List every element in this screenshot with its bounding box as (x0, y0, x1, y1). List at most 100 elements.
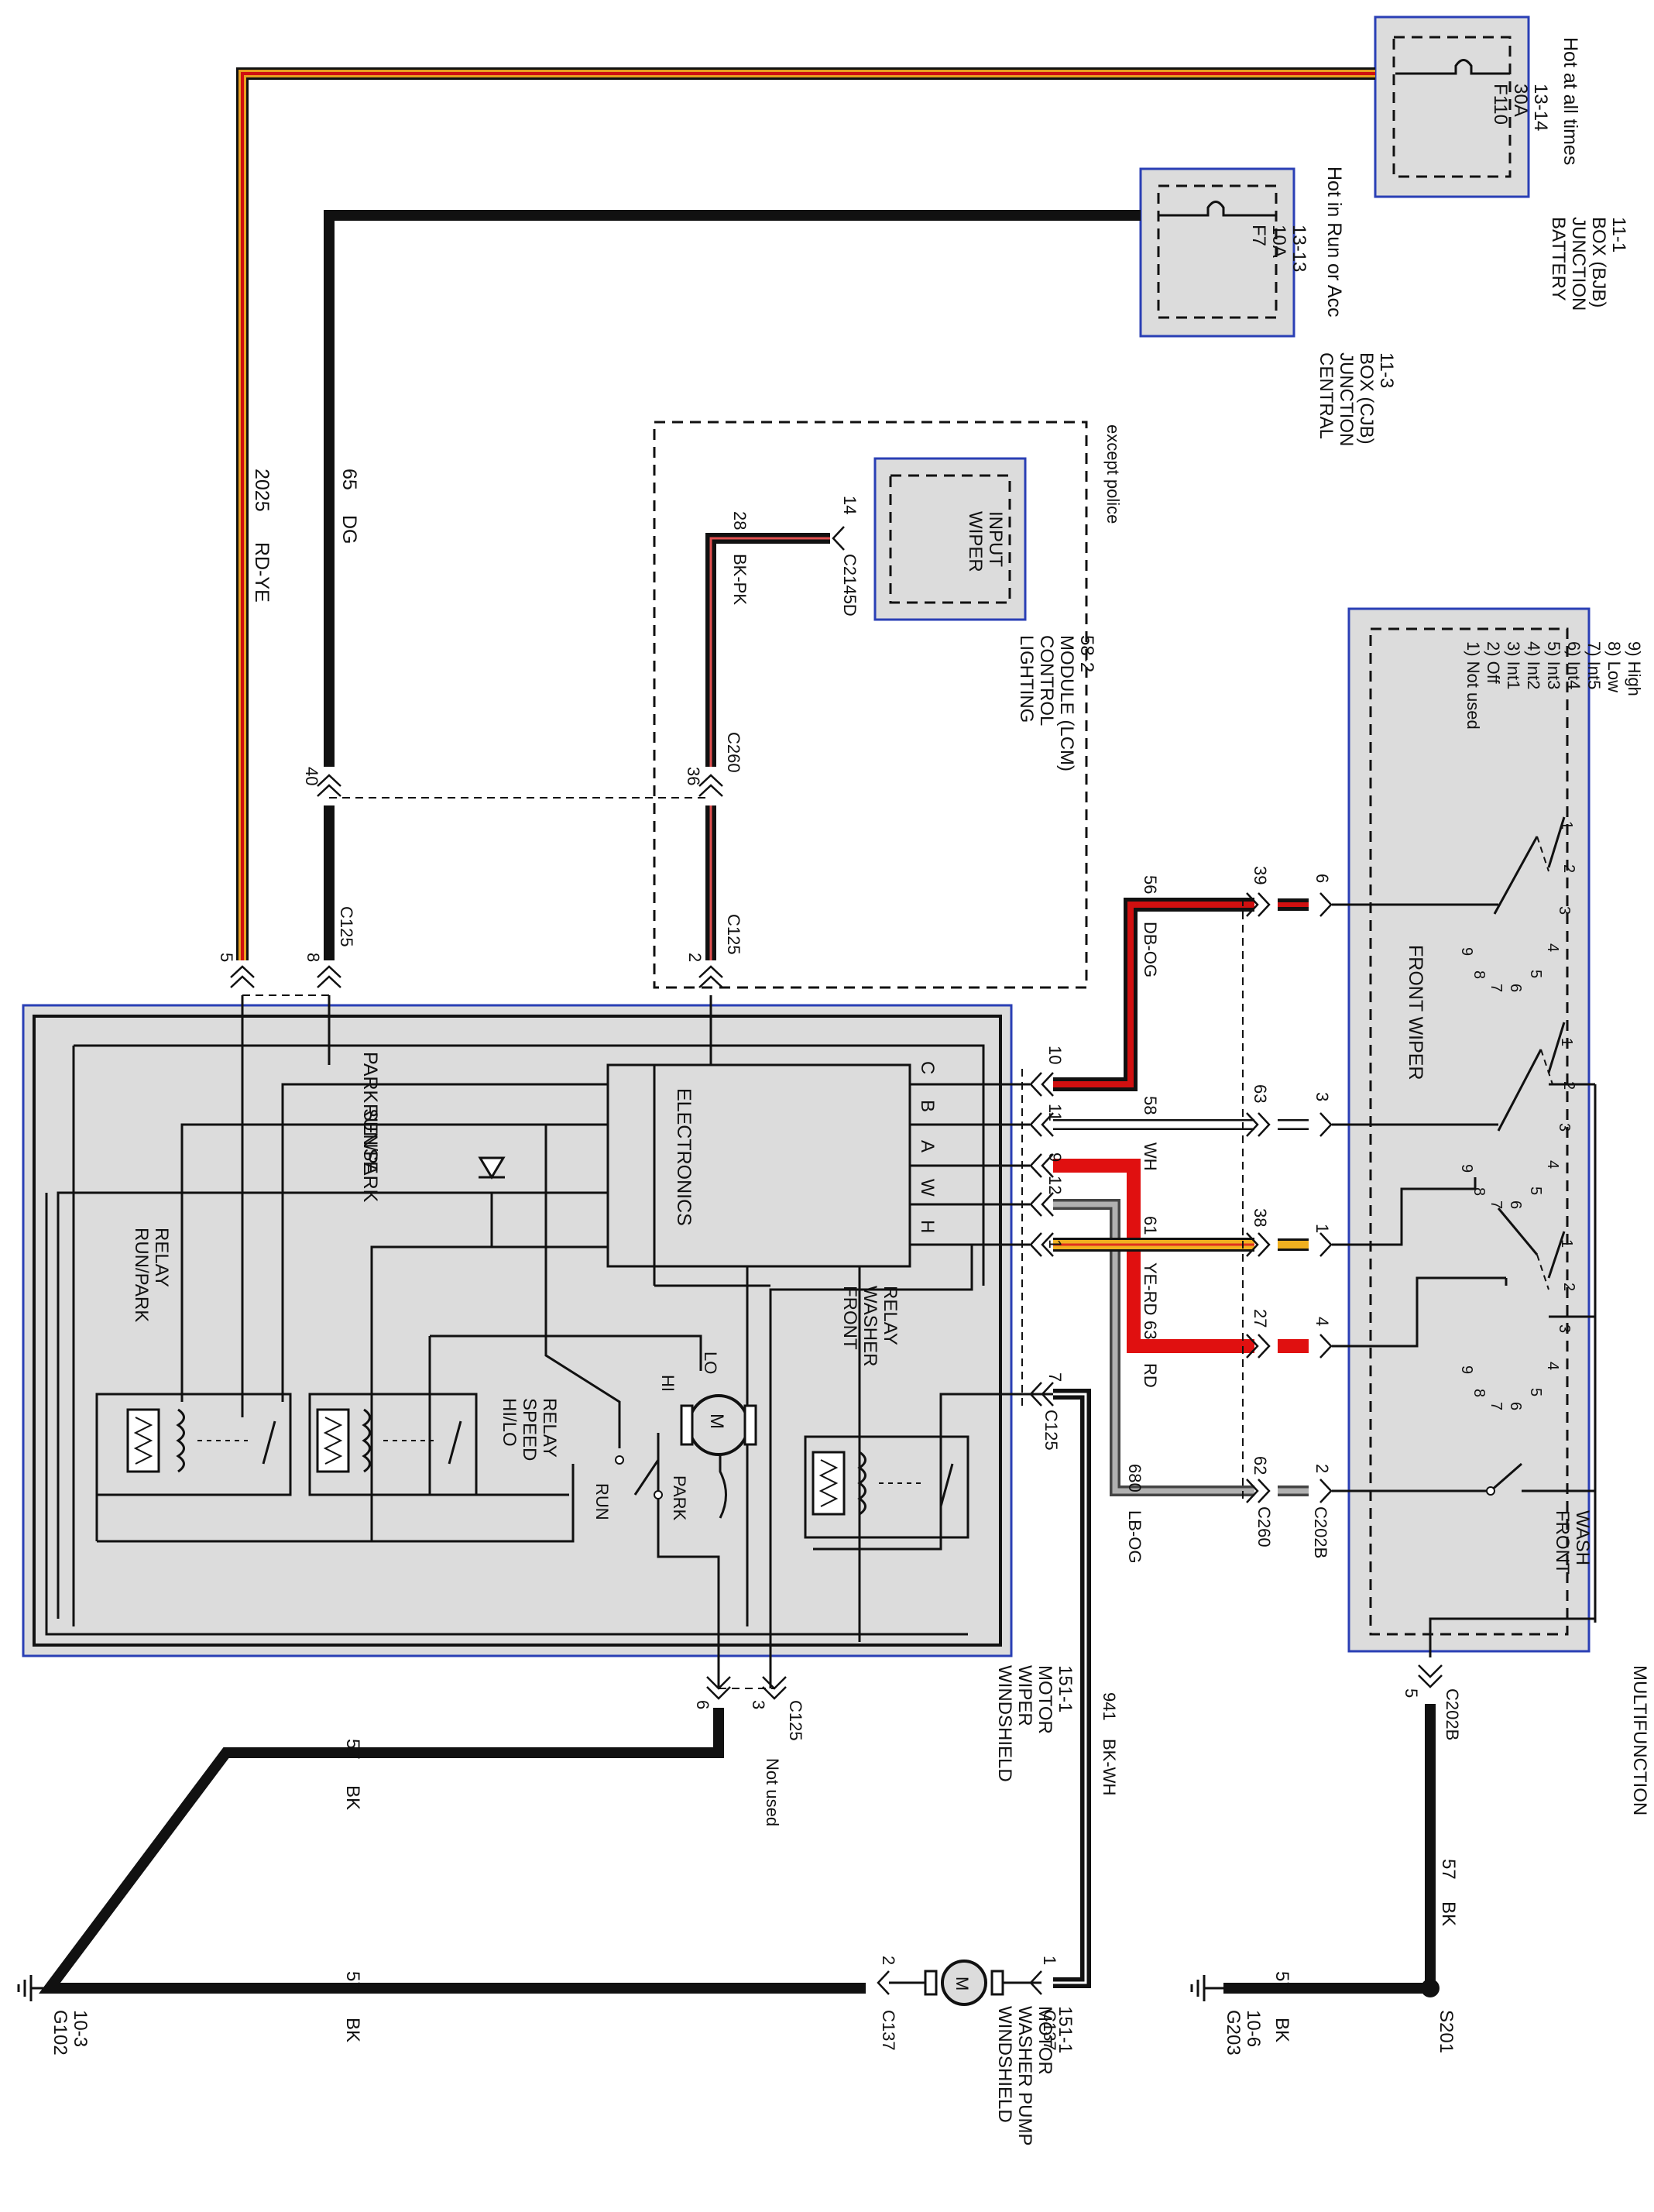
pin-1b: 1 (1313, 1224, 1332, 1233)
wire-65-dg (324, 210, 1141, 960)
switch-contact-number: 2 (1560, 1081, 1577, 1090)
pin-6: 6 (1313, 874, 1332, 883)
wire-28-number: 28 (730, 511, 750, 530)
c137-b-label: C137 (1040, 2010, 1059, 2051)
wiper-motor-name: WINDSHIELDWIPERMOTOR151-1 (994, 1665, 1076, 1782)
wire-57-b-number: 57 (342, 1971, 363, 1992)
wire-56-color: DB-OG (1141, 922, 1160, 977)
wire-2025-number: 2025 (251, 469, 273, 512)
switch-contact-number: 3 (1556, 1123, 1573, 1132)
pin-1c: 1 (1040, 1956, 1059, 1965)
electronics-label: ELECTRONICS (673, 1088, 695, 1226)
except-police-region (653, 421, 1088, 989)
wire-61-color: YE-RD (1141, 1262, 1160, 1315)
front-washer-relay (804, 1435, 969, 1539)
fuse-f110 (1395, 59, 1510, 75)
pin-5: 5 (217, 953, 236, 962)
front-wash-label: FRONTWASH (1552, 1510, 1593, 1575)
wire-56-number: 56 (1141, 875, 1160, 894)
switch-contact-number: 5 (1527, 970, 1544, 978)
mfs-positions: 1) Not used2) Off3) Int14) Int25) Int36)… (1464, 641, 1644, 730)
pin-10: 10 (1045, 1046, 1065, 1064)
c125-b-label: C125 (724, 914, 743, 955)
pin-5b: 5 (1402, 1688, 1421, 1698)
central-junction-box (1139, 167, 1295, 338)
wire-57-c-color: BK (1438, 1901, 1459, 1926)
switch-contact-number: 7 (1488, 1200, 1505, 1209)
multifunction-switch-box (1347, 607, 1591, 1653)
switch-contact-number: 9 (1458, 1365, 1475, 1374)
except-police-label: except police (1103, 424, 1123, 524)
wire-2025-color: RD-YE (251, 542, 273, 603)
switch-contact-number: 7 (1488, 984, 1505, 992)
switch-contact-number: 6 (1507, 1402, 1524, 1410)
wire-57-b-color: BK (342, 2018, 363, 2042)
switch-contact-number: 7 (1488, 1402, 1505, 1410)
electronics-block (606, 1063, 911, 1268)
switch-contact-number: 1 (1558, 821, 1575, 830)
lcm-name-label: LIGHTINGCONTROLMODULE (LCM)58-2 (1016, 635, 1097, 771)
ground-g102-symbol (17, 1975, 50, 2001)
mfs-front-wash-switch (1486, 1462, 1522, 1496)
pin-39: 39 (1251, 866, 1270, 884)
c202b-bottom-label: C202B (1443, 1688, 1462, 1740)
c125-d-label: C125 (786, 1700, 805, 1741)
pin-8: 8 (304, 953, 323, 962)
pin-3b: 3 (749, 1700, 768, 1709)
switch-contact-number: 5 (1527, 1388, 1544, 1396)
pin-a-label: A (917, 1140, 938, 1152)
s201-label: S201 (1436, 2010, 1457, 2053)
lighting-control-module (873, 457, 1027, 621)
wire-65-number: 65 (338, 469, 360, 490)
mfs-internal-lines (1429, 816, 1597, 1657)
wire-57-a-color: BK (342, 1785, 363, 1810)
wire-57-c-number: 57 (1438, 1859, 1459, 1880)
wire-57-d-number: 57 (1271, 1971, 1292, 1992)
park-label: PARK (670, 1475, 689, 1521)
pin-b-label: B (917, 1100, 938, 1112)
switch-contact-number: 9 (1458, 1164, 1475, 1173)
wire-63-number: 63 (1141, 1321, 1160, 1339)
wire-680-lb-og (1053, 1199, 1309, 1496)
pin-h-label: H (917, 1220, 938, 1233)
wire-28-color: BK-PK (730, 554, 750, 605)
pin-1: 1 (1045, 1239, 1065, 1249)
hilo-relay-label: HI/LOSPEEDRELAY (499, 1398, 560, 1461)
wire-941-number: 941 (1100, 1692, 1119, 1721)
washer-relay-label: FRONTWASHERRELAY (839, 1286, 901, 1366)
splice-s201 (1421, 1979, 1440, 1997)
pin-36: 36 (684, 767, 703, 785)
wire-57-a-number: 57 (342, 1739, 363, 1760)
pin-2: 2 (685, 953, 705, 962)
switch-contact-number: 4 (1544, 1362, 1561, 1370)
mfs-rotary-switch-3 (1497, 1207, 1549, 1290)
pin-c-label: C (917, 1061, 938, 1074)
wire-28-bk-pk (705, 533, 830, 960)
pin-38: 38 (1251, 1208, 1270, 1227)
wiper-motor-symbol (680, 1394, 757, 1456)
run-park-relay-label: RUN/PARKRELAY (131, 1228, 172, 1322)
hi-lo-speed-relay (308, 1393, 478, 1496)
wire-58-color: WH (1141, 1142, 1160, 1171)
switch-contact-number: 8 (1470, 1187, 1488, 1196)
fuse-f7-label: F710A13-13 (1248, 225, 1309, 272)
run-park-relay (95, 1393, 292, 1496)
switch-contact-number: 3 (1556, 906, 1573, 915)
connector-chevrons (230, 526, 1443, 1995)
switch-contact-number: 1 (1558, 1239, 1575, 1248)
mfs-rotary-switch-2 (1497, 1049, 1553, 1132)
wire-56-db-og (1053, 898, 1309, 1091)
pump-m-label: M (952, 1977, 972, 1990)
ground-g203-symbol (1190, 1975, 1223, 2001)
hi-label: HI (658, 1375, 678, 1392)
wire-57-bk (39, 1704, 1436, 1994)
pin-40: 40 (302, 767, 321, 785)
park-diode (478, 1156, 506, 1180)
lo-label: LO (701, 1352, 720, 1374)
g203-label: G20310-6 (1223, 2010, 1264, 2056)
wire-63-color: RD (1141, 1363, 1160, 1388)
mfs-name: MULTIFUNCTIONSWITCH151-10 (1629, 1665, 1654, 1815)
switch-contact-number: 1 (1558, 1038, 1575, 1046)
wire-65-color: DG (338, 515, 360, 544)
